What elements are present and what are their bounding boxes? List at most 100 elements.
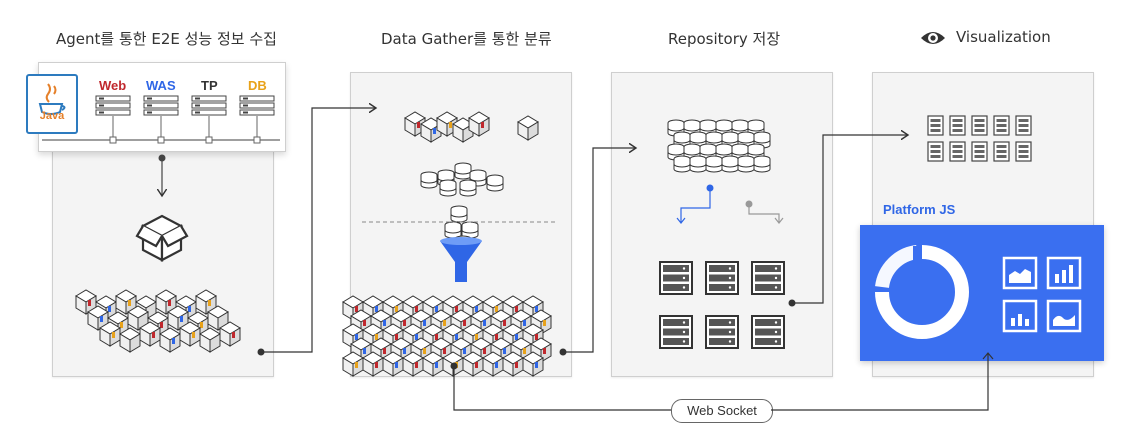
packet-color-tag	[395, 306, 398, 312]
gather-db-stack	[420, 162, 504, 197]
collect-down-arrow	[159, 154, 166, 197]
connector-collect-to-gather	[257, 108, 377, 356]
agent-bus-line	[42, 116, 280, 144]
server-icon	[993, 115, 1010, 136]
server-rack-icon	[659, 261, 693, 295]
database-icon	[737, 155, 755, 173]
packet-color-tag	[475, 362, 478, 368]
packet-color-tag	[363, 348, 366, 354]
col-label-db: DB	[248, 78, 267, 93]
packet-color-tag	[375, 306, 378, 312]
stage-title-repository: Repository 저장	[668, 30, 781, 48]
server-icon	[971, 141, 988, 162]
widget-wave-chart-icon	[1046, 299, 1082, 333]
database-icon	[721, 155, 739, 173]
packet-color-tag	[355, 362, 358, 368]
gather-packets-top	[404, 111, 539, 143]
packet-color-tag	[395, 334, 398, 340]
platform-card	[860, 225, 1104, 361]
classified-packets	[342, 295, 552, 377]
packet-color-tag	[355, 334, 358, 340]
packet-color-tag	[168, 300, 171, 306]
packet-color-tag	[433, 128, 436, 134]
packet-color-tag	[355, 306, 358, 312]
packet-color-tag	[495, 306, 498, 312]
repository-servers	[659, 261, 785, 349]
packet-color-tag	[160, 322, 163, 328]
packet-color-tag	[481, 122, 484, 128]
packet-color-tag	[495, 362, 498, 368]
database-icon	[689, 155, 707, 173]
packet-color-tag	[120, 322, 123, 328]
repo-gray-flow-arrow	[745, 200, 784, 224]
server-icon	[993, 141, 1010, 162]
database-icon	[459, 179, 477, 197]
packet-color-tag	[403, 348, 406, 354]
server-rack-icon	[705, 315, 739, 349]
donut-chart-icon	[875, 245, 969, 339]
server-was	[143, 95, 179, 116]
packet-color-tag	[543, 348, 546, 354]
server-rack-icon	[751, 261, 785, 295]
java-label: Java	[39, 110, 65, 122]
server-rack-icon	[659, 315, 693, 349]
widget-bar-chart-icon	[1046, 256, 1082, 290]
database-icon	[673, 155, 691, 173]
server-icon	[927, 141, 944, 162]
col-label-tp: TP	[201, 78, 218, 93]
packet-color-tag	[495, 334, 498, 340]
packet-color-tag	[415, 362, 418, 368]
repo-blue-flow-arrow	[676, 184, 714, 224]
server-tp	[191, 95, 227, 116]
packet-color-tag	[435, 334, 438, 340]
packet-color-tag	[180, 316, 183, 322]
packet-color-tag	[112, 332, 115, 338]
packet-color-tag	[415, 334, 418, 340]
packet-color-tag	[523, 348, 526, 354]
packet-color-tag	[417, 122, 420, 128]
packet-color-tag	[375, 362, 378, 368]
connector-gather-to-repository	[559, 148, 637, 356]
stage-title-gather: Data Gather를 통한 분류	[381, 30, 552, 48]
packet-color-tag	[192, 332, 195, 338]
stage-title-visualization: Visualization	[956, 28, 1051, 46]
packet-color-tag	[449, 122, 452, 128]
database-icon	[439, 179, 457, 197]
packet-color-tag	[188, 306, 191, 312]
packet-color-tag	[435, 306, 438, 312]
packet-color-tag	[455, 306, 458, 312]
packet-color-tag	[523, 320, 526, 326]
collected-packets	[75, 289, 241, 353]
packet-color-tag	[455, 334, 458, 340]
packet-color-tag	[383, 348, 386, 354]
packet-color-tag	[415, 306, 418, 312]
packet-color-tag	[88, 300, 91, 306]
database-icon	[753, 155, 771, 173]
widget-small-bars-icon	[1002, 299, 1038, 333]
server-web	[95, 95, 131, 116]
packet-color-tag	[515, 306, 518, 312]
packet-color-tag	[108, 306, 111, 312]
coffee-cup-icon	[38, 83, 66, 115]
packet-color-tag	[535, 306, 538, 312]
packet-color-tag	[515, 362, 518, 368]
repository-db-cluster	[667, 119, 771, 173]
web-socket-badge: Web Socket	[671, 399, 773, 423]
packet-color-tag	[208, 300, 211, 306]
packet-color-tag	[423, 348, 426, 354]
packet-color-tag	[463, 320, 466, 326]
packet-color-tag	[128, 300, 131, 306]
packet-color-tag	[475, 306, 478, 312]
packet-color-tag	[200, 322, 203, 328]
database-icon	[420, 171, 438, 189]
packet-color-tag	[423, 320, 426, 326]
packet-color-tag	[483, 348, 486, 354]
server-db	[239, 95, 275, 116]
server-icon	[949, 141, 966, 162]
packet-color-tag	[363, 320, 366, 326]
packet-color-tag	[232, 332, 235, 338]
server-icon	[1015, 141, 1032, 162]
visualization-servers	[927, 115, 1032, 162]
packet-color-tag	[403, 320, 406, 326]
